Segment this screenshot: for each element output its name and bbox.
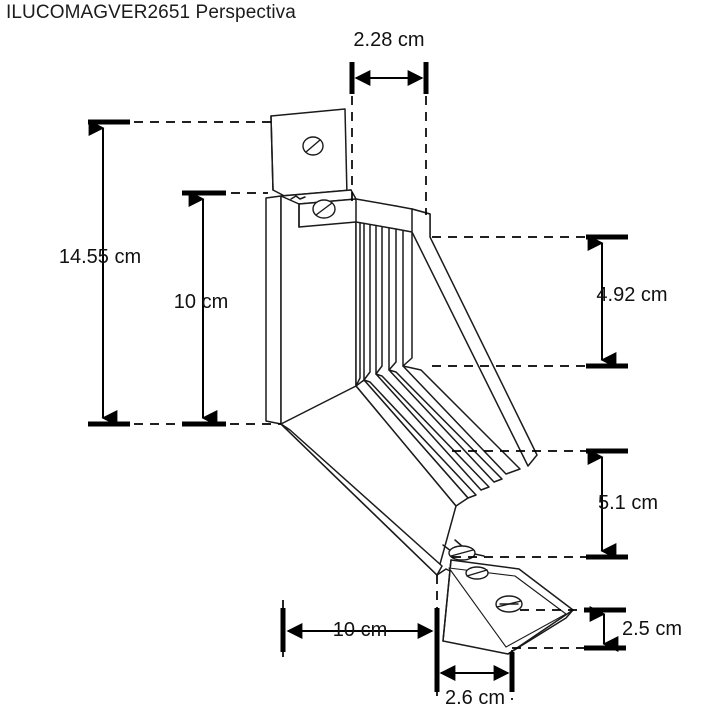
dim-top-width [349, 62, 429, 94]
upper-body-hole [312, 199, 336, 219]
dim-label-overall-height: 14.55 cm [58, 246, 142, 268]
main-body-front-face [265, 195, 282, 425]
dim-label-upper-height: 10 cm [173, 291, 229, 313]
diagonal-inner-plates [363, 365, 521, 499]
dim-right-upper [586, 234, 628, 369]
mid-body-hole [448, 545, 476, 561]
dim-foot-width [434, 652, 515, 692]
dim-label-base-thickness: 2.5 cm [622, 618, 683, 640]
lower-body-hole [465, 566, 489, 580]
dim-label-top-width: 2.28 cm [353, 29, 425, 51]
page-title: ILUCOMAGVER2651 Perspectiva [6, 2, 296, 23]
base-flange-hole [495, 595, 523, 613]
top-flange-hole [302, 136, 324, 156]
dim-label-right-upper: 4.92 cm [596, 284, 668, 306]
diagonal-upper-band [411, 208, 538, 467]
top-flange [270, 108, 348, 204]
dim-label-foot-width: 2.6 cm [444, 687, 506, 709]
body-bottom-edge [280, 423, 443, 576]
dim-upper-height [182, 190, 226, 427]
dim-overall-height [88, 119, 130, 427]
dim-right-lower [586, 448, 628, 560]
rear-vertical-wall [388, 205, 413, 371]
vertical-inner-webs [355, 199, 383, 387]
dim-label-bottom-width: 10 cm [332, 619, 388, 641]
dim-base-thickness [584, 606, 626, 652]
dim-bottom-width [280, 608, 440, 652]
dimension-lines [88, 62, 628, 692]
bracket-model [265, 108, 574, 655]
diagonal-lower-face [280, 379, 469, 576]
dim-label-right-lower: 5.1 cm [597, 492, 659, 514]
